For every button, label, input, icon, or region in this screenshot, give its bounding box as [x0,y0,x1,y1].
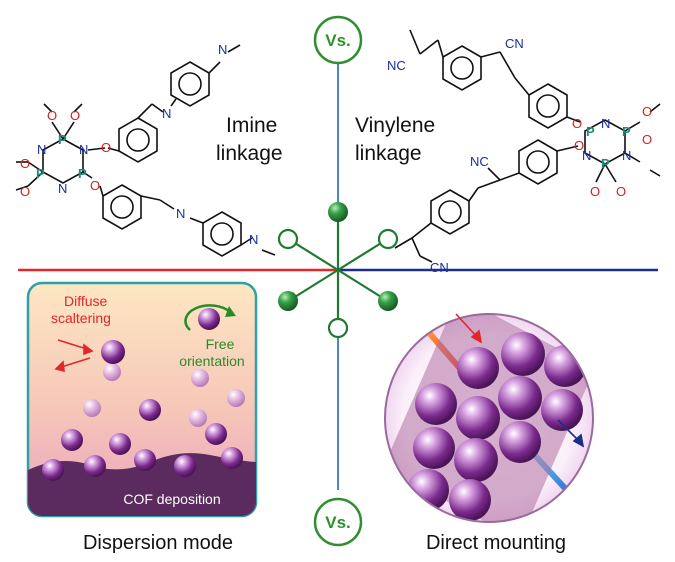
vs-badge-top: Vs. [313,15,363,65]
svg-text:CN: CN [430,260,449,275]
transmitted-arrow [557,419,585,448]
scatter-arrows [54,339,94,373]
svg-text:NC: NC [387,58,406,73]
svg-text:O: O [590,184,600,199]
caption-dispersion-mode: Dispersion mode [83,532,233,554]
star-ball-lower-left [278,291,298,311]
svg-text:P: P [622,124,631,139]
svg-text:P: P [58,132,67,147]
free-line2: orientation [179,353,244,369]
rotation-arrow-icon [184,304,231,331]
vs-top-text: Vs. [325,31,351,50]
incident-arrow [455,313,483,344]
svg-text:CN: CN [505,36,524,51]
svg-text:O: O [616,184,626,199]
svg-text:O: O [20,156,30,171]
svg-text:O: O [47,108,57,123]
svg-text:N: N [37,142,46,157]
star-ring-bottom [327,317,349,339]
imine-benzene-4 [202,211,242,257]
vs-badge-bottom: Vs. [313,497,363,547]
imine-structure [15,44,276,257]
imine-label-line1: Imine [226,114,277,137]
vinylene-label-line2: linkage [355,142,422,165]
svg-text:P: P [586,124,595,139]
star-ring-upper-right [377,228,399,250]
svg-text:O: O [90,178,100,193]
imine-atoms: P P P N N N O O O O O O N N N N [20,42,258,247]
svg-text:P: P [78,166,87,181]
svg-text:N: N [601,116,610,131]
svg-text:N: N [249,232,258,247]
vinylene-structure [394,29,661,263]
vinylene-benzene-2 [528,83,568,129]
svg-text:O: O [20,184,30,199]
imine-benzene-3 [102,184,142,230]
vinylene-benzene-1 [442,45,482,91]
sphere-scattering [101,340,125,364]
dispersion-inset: Diffuse scaltering Free orientation COF … [26,281,258,518]
star-ring-upper-left [277,228,299,250]
star-ball-top [328,202,348,222]
svg-text:O: O [574,138,584,153]
cof-star-node [277,202,399,339]
vinylene-atoms: NC CN NC CN P P P N N N O O O O O O [387,36,652,275]
diffuse-line1: Diffuse [64,293,108,309]
imine-benzene-2 [170,61,210,107]
svg-text:N: N [582,148,591,163]
svg-text:NC: NC [470,154,489,169]
sphere-rotating [198,308,220,330]
svg-text:O: O [642,132,652,147]
svg-text:P: P [36,166,45,181]
svg-text:O: O [642,104,652,119]
svg-text:N: N [176,206,185,221]
svg-text:O: O [70,108,80,123]
svg-text:N: N [79,142,88,157]
imine-benzene-1 [118,117,158,163]
free-line1: Free [206,336,235,352]
direct-mounting-view [384,313,594,523]
vinylene-benzene-4 [430,189,470,235]
vs-bottom-text: Vs. [325,513,351,532]
svg-text:P: P [601,156,610,171]
svg-text:O: O [572,116,582,131]
svg-text:N: N [162,106,171,121]
vinylene-benzene-3 [518,139,558,185]
svg-text:N: N [622,148,631,163]
star-ball-lower-right [378,291,398,311]
caption-direct-mounting: Direct mounting [426,532,566,554]
svg-text:N: N [218,42,227,57]
diffuse-line2: scaltering [51,310,111,326]
svg-text:N: N [58,181,67,196]
svg-text:O: O [101,140,111,155]
imine-label-line2: linkage [216,142,283,165]
vinylene-label-line1: Vinylene [355,114,435,137]
imine-phosphazene-ring [42,138,84,184]
cof-deposition-label: COF deposition [123,491,220,507]
